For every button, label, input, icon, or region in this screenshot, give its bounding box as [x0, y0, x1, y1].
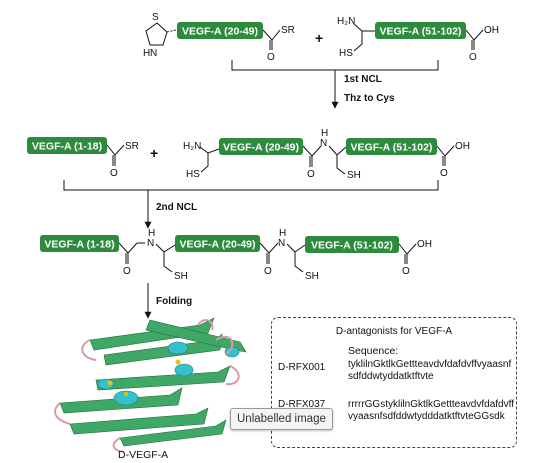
antagonists-title: D-antagonists for VEGF-A	[335, 326, 453, 337]
oh-label: OH	[417, 239, 432, 250]
carboxylic-acid-group: O OH	[465, 25, 499, 63]
h2n-label: H₂N	[337, 16, 355, 27]
segment-label: VEGF-A (20-49)	[223, 142, 299, 154]
amide-linkage: O H N SH	[259, 228, 319, 282]
sh-label: SH	[347, 170, 361, 181]
image-tooltip: Unlabelled image	[230, 408, 333, 430]
oh-label: OH	[484, 25, 499, 36]
amide-linkage: O H N SH	[302, 128, 361, 181]
antagonist-id: D-RFX037	[278, 399, 326, 410]
plus-sign: +	[150, 145, 158, 161]
peptide-segment-51-102: VEGF-A (51-102)	[305, 236, 399, 253]
plus-sign: +	[315, 30, 323, 46]
peptide-segment-20-49: VEGF-A (20-49)	[177, 22, 263, 39]
ring-nitrogen-label: N	[150, 48, 157, 59]
amide-h-label: H	[148, 228, 155, 239]
antagonist-sequence: tyklilnGktlkGettteavdvfdafdvffvyaasnfsdf…	[348, 359, 512, 382]
amide-n-label: N	[278, 238, 285, 249]
peptide-segment-51-102: VEGF-A (51-102)	[346, 138, 437, 155]
sr-label: SR	[125, 141, 139, 152]
carbonyl-o-label: O	[469, 52, 477, 63]
step-label: Folding	[156, 296, 192, 307]
thioester-group: O SR	[262, 25, 295, 63]
sh-label: SH	[305, 271, 319, 282]
step-label: 1st NCL	[344, 74, 382, 85]
carbonyl-o-label: O	[264, 266, 272, 277]
carboxylic-acid-group: O OH	[436, 141, 470, 179]
ring-sulfur-label: S	[152, 12, 159, 23]
peptide-segment-1-18: VEGF-A (1-18)	[40, 235, 119, 252]
amide-h-label: H	[321, 128, 328, 139]
protein-ribbon-image	[54, 317, 247, 453]
peptide-segment-20-49: VEGF-A (20-49)	[175, 235, 260, 252]
sr-label: SR	[281, 25, 295, 36]
step-bracket-2: 2nd NCL	[63, 180, 439, 229]
segment-label: VEGF-A (51-102)	[351, 142, 433, 154]
thioester-group: O SR	[106, 141, 139, 179]
hs-label: HS	[339, 48, 353, 59]
carbonyl-o-label: O	[307, 169, 315, 180]
segment-label: VEGF-A (20-49)	[182, 26, 258, 38]
step-label: Thz to Cys	[344, 93, 395, 104]
segment-label: VEGF-A (51-102)	[311, 240, 393, 252]
peptide-segment-20-49: VEGF-A (20-49)	[219, 138, 303, 155]
step-label: 2nd NCL	[156, 202, 197, 213]
folding-step: Folding	[144, 283, 192, 319]
step-bracket-1: 1st NCL Thz to Cys	[231, 60, 439, 109]
h2n-label: H₂N	[183, 141, 201, 152]
thiazolidine-ring: S H N	[143, 12, 177, 59]
hs-label: HS	[186, 169, 200, 180]
antagonist-id: D-RFX001	[278, 362, 326, 373]
cysteine-terminus: H₂N HS	[183, 141, 220, 180]
sh-label: SH	[174, 271, 188, 282]
carbonyl-o-label: O	[440, 168, 448, 179]
carbonyl-o-label: O	[402, 266, 410, 277]
carbonyl-o-label: O	[267, 52, 275, 63]
amide-linkage: O H N SH	[118, 228, 188, 282]
oh-label: OH	[455, 141, 470, 152]
ring-nh-label: H	[143, 48, 150, 59]
carboxylic-acid-group: O OH	[398, 239, 432, 277]
amide-n-label: N	[147, 238, 154, 249]
antagonists-panel: D-antagonists for VEGF-A Sequence: D-RFX…	[271, 317, 517, 448]
segment-label: VEGF-A (1-18)	[44, 239, 114, 251]
segment-label: VEGF-A (20-49)	[179, 239, 255, 251]
segment-label: VEGF-A (1-18)	[32, 141, 102, 153]
amide-h-label: H	[279, 228, 286, 239]
protein-label: D-VEGF-A	[118, 449, 169, 461]
peptide-segment-1-18: VEGF-A (1-18)	[27, 137, 107, 154]
sequence-header: Sequence:	[348, 345, 399, 357]
antagonist-sequence: rrrrrGGstyklilnGktlkGettteavdvfdafdvffvy…	[348, 399, 514, 422]
segment-label: VEGF-A (51-102)	[380, 26, 462, 38]
cysteine-terminus: H₂N HS	[337, 16, 375, 59]
carbonyl-o-label: O	[123, 266, 131, 277]
peptide-segment-51-102: VEGF-A (51-102)	[375, 22, 466, 39]
amide-n-label: N	[320, 138, 327, 149]
carbonyl-o-label: O	[110, 168, 118, 179]
